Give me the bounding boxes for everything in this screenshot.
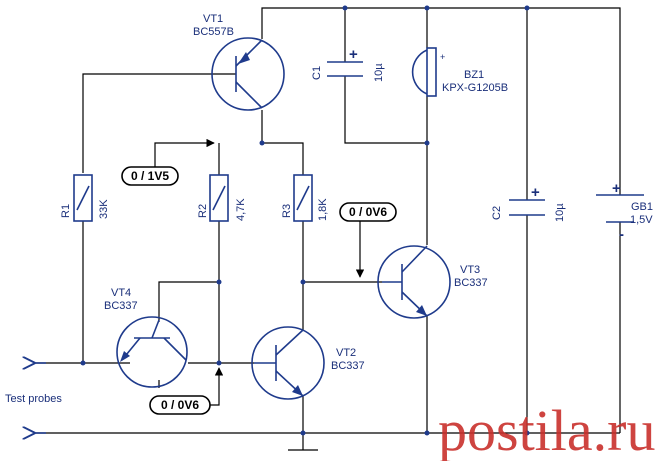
bz1-ref: BZ1 — [464, 69, 484, 81]
r1-value: 33K — [98, 199, 110, 219]
c1-value: 10µ — [373, 63, 385, 82]
gb1-value: 1,5V — [630, 214, 653, 226]
vt2-part: BC337 — [331, 360, 365, 372]
r3-value: 1,8K — [317, 198, 329, 221]
bz1-part: KPX-G1205B — [442, 82, 508, 94]
transistor-vt1 — [211, 37, 285, 111]
resistor-r2 — [209, 174, 229, 222]
r3-ref: R3 — [281, 204, 293, 218]
r1-ref: R1 — [60, 204, 72, 218]
capacitor-c2 — [509, 199, 545, 216]
voltage-label-1: 0 / 1V5 — [131, 169, 169, 183]
voltage-callout-3: 0 / 0V6 — [149, 367, 224, 415]
c1-plus: + — [349, 46, 358, 63]
vt4-part: BC337 — [104, 300, 138, 312]
c1-ref: C1 — [311, 66, 323, 80]
r2-value: 4,7K — [235, 198, 247, 221]
transistor-vt3 — [377, 245, 451, 319]
battery-gb1 — [596, 194, 644, 223]
vt1-part: BC557B — [193, 26, 234, 38]
transistor-vt2 — [251, 326, 325, 400]
bz1-plus: + — [440, 52, 445, 62]
vt4-ref: VT4 — [111, 287, 131, 299]
voltage-label-3: 0 / 0V6 — [161, 398, 199, 412]
c2-plus: + — [531, 184, 540, 201]
watermark: postila.ru — [438, 398, 655, 461]
vt1-ref: VT1 — [203, 13, 223, 25]
resistor-r3 — [293, 174, 313, 222]
vt3-part: BC337 — [454, 277, 488, 289]
gb1-ref: GB1 — [631, 201, 653, 213]
junction-dots — [80, 5, 530, 436]
transistor-vt4 — [116, 316, 188, 388]
vt3-ref: VT3 — [460, 264, 480, 276]
gb1-plus: + — [612, 180, 621, 197]
capacitor-c1 — [327, 61, 363, 77]
wires — [34, 7, 621, 451]
buzzer-bz1 — [411, 47, 437, 97]
voltage-callout-2: 0 / 0V6 — [339, 202, 397, 278]
c2-ref: C2 — [491, 206, 503, 220]
resistor-r1 — [73, 174, 93, 222]
c2-value: 10µ — [554, 203, 566, 222]
vt2-ref: VT2 — [336, 347, 356, 359]
r2-ref: R2 — [197, 204, 209, 218]
gb1-minus: - — [619, 226, 624, 243]
test-probes-label: Test probes — [5, 393, 62, 405]
voltage-label-2: 0 / 0V6 — [349, 205, 387, 219]
voltage-callout-1: 0 / 1V5 — [121, 138, 215, 186]
